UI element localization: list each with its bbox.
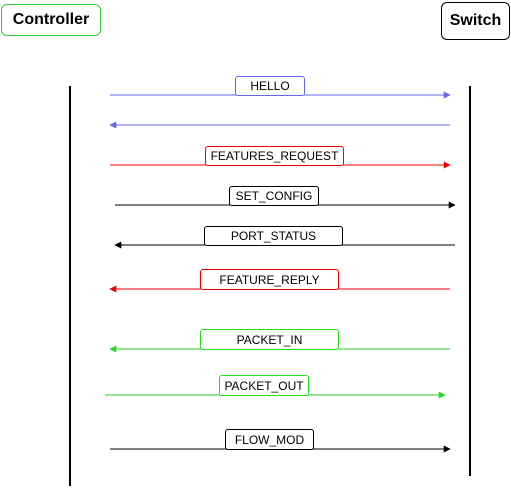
message-label-4: SET_CONFIG bbox=[229, 186, 319, 206]
message-label-3: FEATURES_REQUEST bbox=[205, 146, 344, 166]
controller-label: Controller bbox=[12, 11, 90, 28]
message-label-5: PORT_STATUS bbox=[204, 226, 343, 246]
message-label-7: PACKET_IN bbox=[200, 329, 339, 350]
message-label-6: FEATURE_REPLY bbox=[200, 269, 339, 290]
message-label-8: PACKET_OUT bbox=[219, 375, 309, 396]
controller-actor: Controller bbox=[1, 4, 101, 36]
message-label-9: FLOW_MOD bbox=[225, 429, 314, 450]
switch-actor: Switch bbox=[441, 2, 510, 40]
switch-label: Switch bbox=[449, 12, 502, 29]
message-label-1: HELLO bbox=[235, 76, 305, 96]
